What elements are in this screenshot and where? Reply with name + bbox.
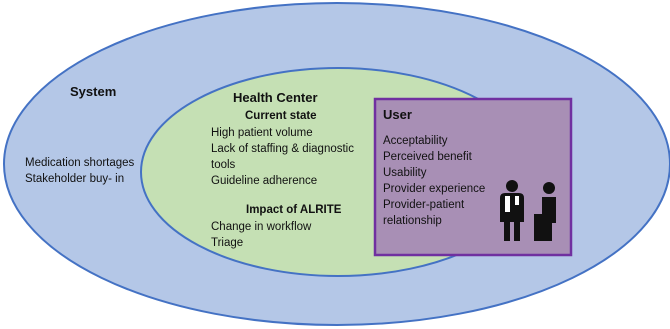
impact-item: Change in workflow (211, 221, 312, 233)
doctor-icon (500, 180, 524, 241)
health-center-title: Health Center (233, 90, 318, 105)
user-item: relationship (383, 215, 442, 227)
impact-heading: Impact of ALRITE (246, 204, 342, 216)
user-item: Acceptability (383, 135, 448, 147)
system-item: Medication shortages (25, 157, 135, 169)
user-item: Provider experience (383, 183, 486, 195)
system-items-list: Medication shortages Stakeholder buy- in (25, 155, 134, 187)
impact-list: Change in workflow Triage (211, 219, 311, 251)
current-state-item: Lack of staffing & diagnostic (211, 143, 354, 155)
user-title: User (383, 107, 412, 122)
system-title: System (70, 84, 117, 99)
current-state-item: tools (211, 159, 236, 171)
current-state-heading: Current state (245, 110, 317, 122)
current-state-item: Guideline adherence (211, 175, 318, 187)
seated-patient-icon (534, 182, 556, 241)
user-list: Acceptability Perceived benefit Usabilit… (383, 133, 485, 229)
system-item: Stakeholder buy- in (25, 173, 125, 185)
user-item: Perceived benefit (383, 151, 472, 163)
current-state-list: High patient volume Lack of staffing & d… (211, 125, 354, 189)
user-item: Usability (383, 167, 427, 179)
impact-item: Triage (211, 237, 244, 249)
user-item: Provider-patient (383, 199, 465, 211)
current-state-item: High patient volume (211, 127, 313, 139)
